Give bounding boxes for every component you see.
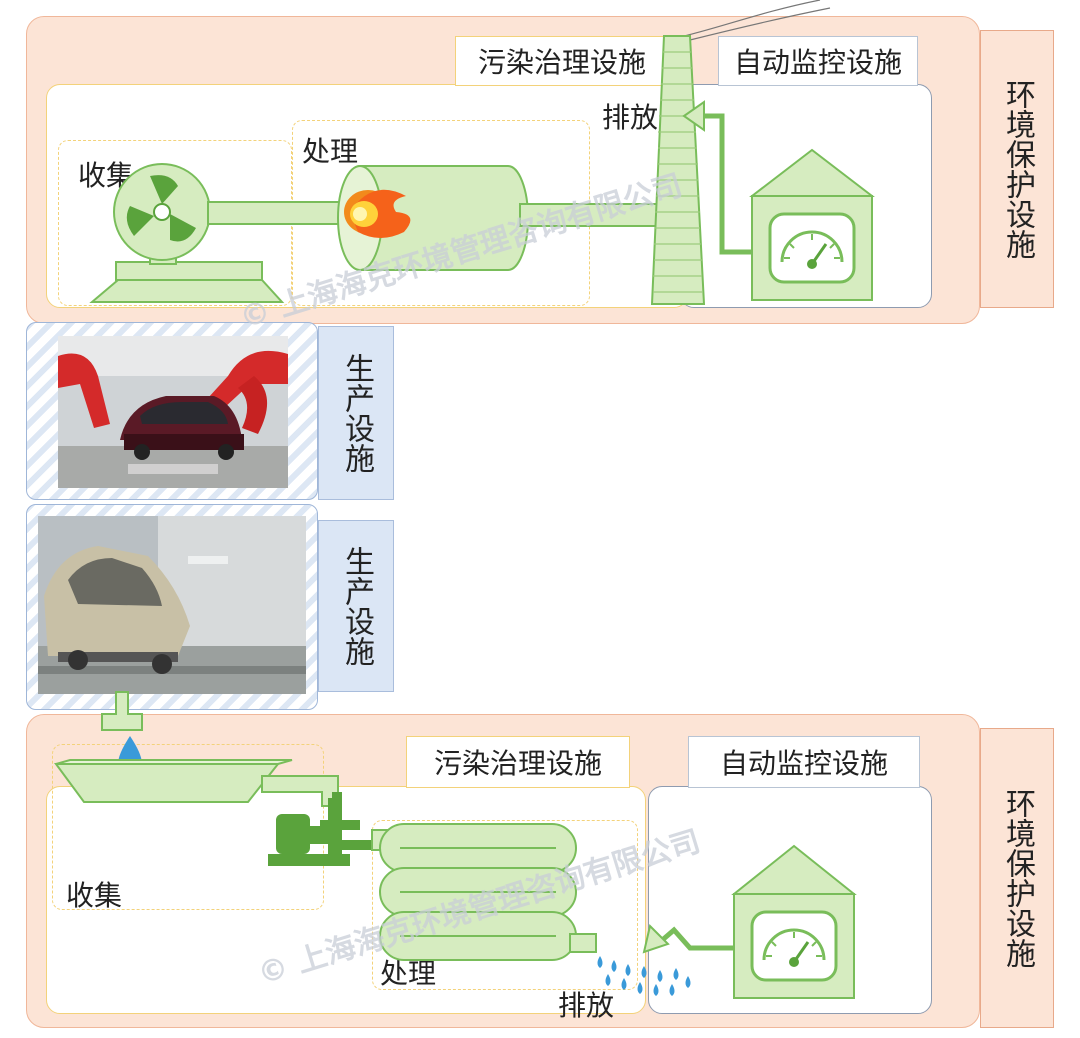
bottom-monitor-arrow <box>658 926 736 951</box>
bottom-monitor-label: 自动监控设施 <box>688 736 920 788</box>
monitor-house-icon <box>749 148 875 301</box>
top-env-tag: 环境保护设施 <box>980 30 1054 308</box>
top-monitor-label: 自动监控设施 <box>718 36 918 86</box>
bottom-treat-area <box>372 820 638 990</box>
flame-icon <box>344 189 411 238</box>
smoke-lines <box>675 0 831 41</box>
collection-trough <box>54 763 281 803</box>
car-painting-photo <box>58 336 288 488</box>
production-1-tag: 生产设施 <box>318 326 394 500</box>
pipe-trough <box>261 775 339 807</box>
top-pollution-label: 污染治理设施 <box>455 36 669 86</box>
bottom-discharge-label: 排放 <box>558 989 615 1022</box>
top-equipment-drawing <box>89 0 875 305</box>
bottom-treat-label: 处理 <box>380 957 437 990</box>
drain-outlet <box>101 691 143 731</box>
fan-stand <box>115 261 263 281</box>
car-body-photo <box>38 516 306 694</box>
top-discharge-label: 排放 <box>602 101 659 134</box>
bottom-env-tag: 环境保护设施 <box>980 728 1054 1028</box>
discharge-water-icon <box>597 956 691 996</box>
pump-icon <box>268 792 376 866</box>
top-treat-label: 处理 <box>302 135 359 168</box>
duct-1 <box>207 201 349 225</box>
bottom-equipment-drawing <box>54 691 857 999</box>
bottom-monitor-house-icon <box>731 844 857 999</box>
chimney-icon <box>650 35 706 305</box>
production-2-tag: 生产设施 <box>318 520 394 692</box>
bottom-pollution-label: 污染治理设施 <box>406 736 630 788</box>
bottom-collect-label: 收集 <box>66 879 123 912</box>
